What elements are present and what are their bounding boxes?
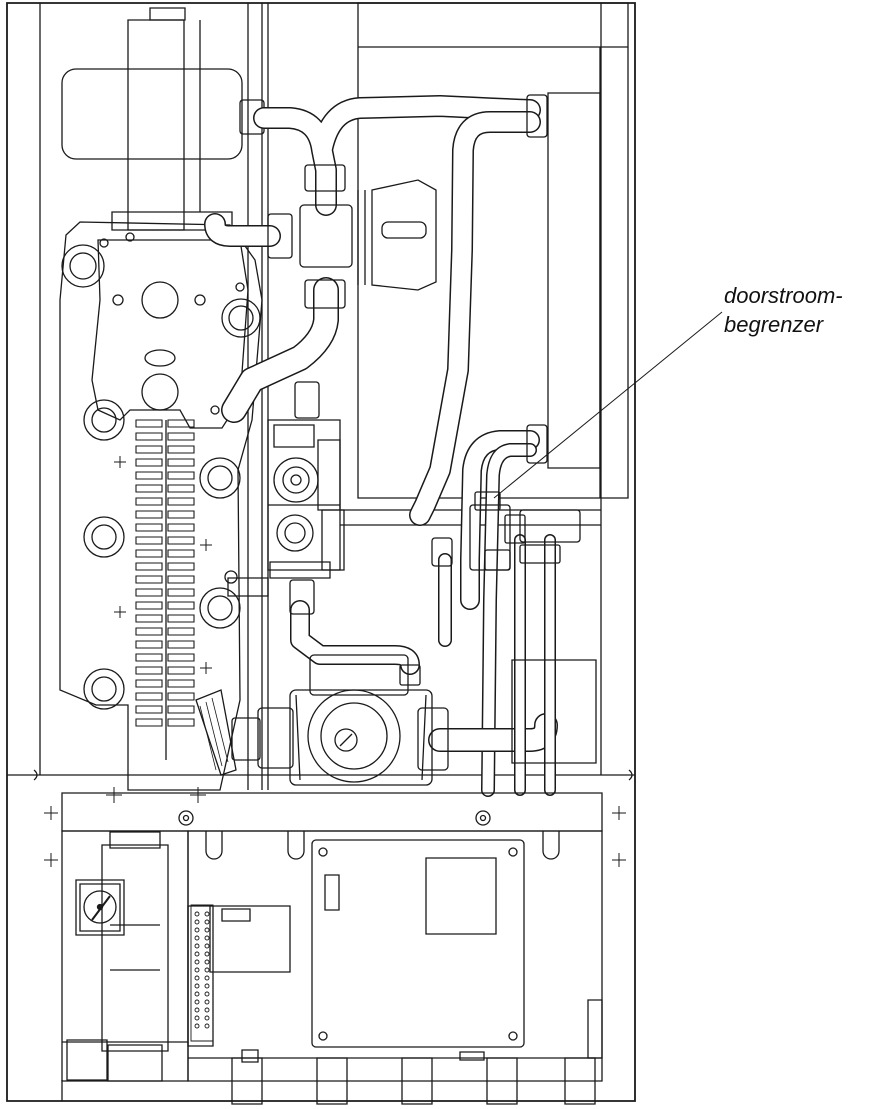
circulation-pump (232, 655, 448, 785)
piping (215, 106, 550, 790)
chassis-rail (44, 787, 626, 867)
flow-limiter-label: doorstroom- begrenzer (724, 281, 843, 339)
bottom-connections (62, 1058, 595, 1104)
pressure-gauge-assembly (62, 831, 188, 1081)
flow-limiter-label-line1: doorstroom- (724, 283, 843, 308)
air-vent (358, 180, 436, 290)
control-box (188, 831, 602, 1081)
heat-exchanger (60, 222, 268, 790)
fan-assembly (62, 8, 264, 230)
callout-leader-line (494, 312, 722, 498)
pipe-fittings (268, 95, 580, 685)
terminal-strip (191, 905, 213, 1041)
flow-limiter-label-line2: begrenzer (724, 312, 824, 337)
expansion-tank (512, 93, 600, 763)
gas-valve (268, 420, 344, 578)
